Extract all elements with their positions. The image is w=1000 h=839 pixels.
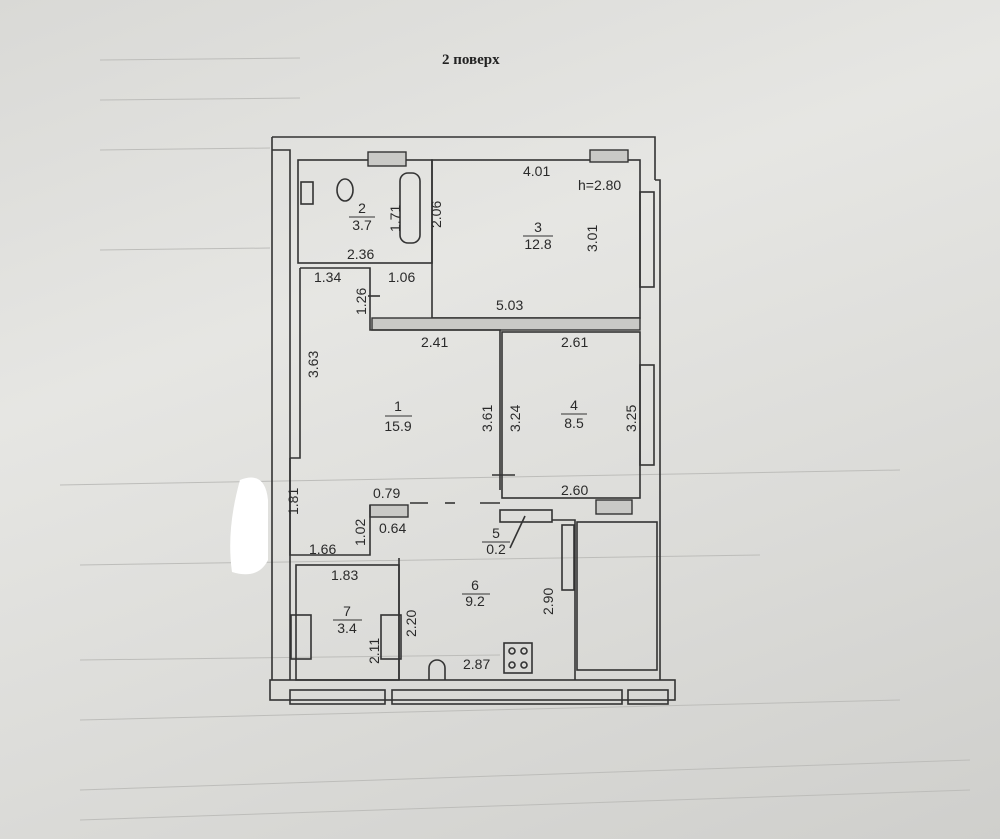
room-number: 6	[471, 577, 479, 593]
window-icon	[561, 524, 575, 591]
window-icon	[639, 191, 655, 288]
room-1-hall	[290, 267, 501, 490]
dimension-label: 2.90	[540, 588, 556, 615]
dimension-label: 1.02	[352, 519, 368, 546]
dimension-label: 1.06	[388, 269, 415, 285]
room-number: 7	[343, 603, 351, 619]
bathtub-icon	[399, 172, 421, 244]
dimension-label: 3.25	[623, 405, 639, 432]
room-area: 12.8	[524, 236, 551, 252]
radiator-icon	[380, 614, 402, 660]
room-6-kitchen	[398, 519, 576, 680]
dimension-label: 4.01	[523, 163, 550, 179]
ceiling-height: h=2.80	[578, 177, 621, 193]
background-text-ghost	[59, 57, 971, 821]
dimension-label: 2.06	[428, 201, 444, 228]
room-3	[371, 149, 655, 331]
room-4	[492, 331, 655, 515]
dimension-label: 1.71	[387, 205, 403, 232]
dimension-label: 3.63	[305, 351, 321, 378]
toilet-icon	[336, 178, 354, 202]
radiator-icon	[300, 181, 314, 205]
dimensions: 4.01 3.01 5.03 1.71 2.06 2.36 1.34 1.06 …	[285, 163, 639, 672]
room-2-bathroom	[297, 151, 433, 264]
room-number: 5	[492, 525, 500, 541]
stove-icon	[503, 642, 533, 674]
dimension-label: 1.26	[353, 288, 369, 315]
room-labels: 1 15.9 2 3.7 3 12.8 4 8.5 5 0.2 6 9.2 7 …	[333, 177, 621, 636]
room-number: 2	[358, 200, 366, 216]
dimension-label: 2.87	[463, 656, 490, 672]
dimension-label: 1.34	[314, 269, 341, 285]
dimension-label: 2.20	[403, 610, 419, 637]
dimension-label: 1.66	[309, 541, 336, 557]
room-area: 3.4	[337, 620, 357, 636]
window-icon	[639, 364, 655, 466]
dimension-label: 3.24	[507, 405, 523, 432]
dimension-label: 2.60	[561, 482, 588, 498]
dimension-label: 1.81	[285, 488, 301, 515]
dimension-label: 1.83	[331, 567, 358, 583]
dimension-label: 3.61	[479, 405, 495, 432]
room-number: 3	[534, 219, 542, 235]
room-area: 8.5	[564, 415, 584, 431]
niche	[289, 458, 553, 556]
room-number: 1	[394, 398, 402, 414]
room-area: 0.2	[486, 541, 506, 557]
page-title: 2 поверх	[442, 52, 500, 68]
outer-walls	[269, 136, 676, 705]
dimension-label: 2.41	[421, 334, 448, 350]
balcony	[576, 521, 658, 671]
dimension-label: 5.03	[496, 297, 523, 313]
dimension-label: 0.79	[373, 485, 400, 501]
dimension-label: 0.64	[379, 520, 406, 536]
dimension-label: 2.11	[366, 638, 382, 664]
room-area: 3.7	[352, 217, 372, 233]
room-area: 9.2	[465, 593, 485, 609]
dimension-label: 2.36	[347, 246, 374, 262]
radiator-icon	[290, 614, 312, 660]
door-icon	[509, 515, 526, 549]
room-area: 15.9	[384, 418, 411, 434]
dimension-label: 3.01	[584, 225, 600, 252]
room-number: 4	[570, 397, 578, 413]
dimension-label: 2.61	[561, 334, 588, 350]
redaction-blot	[230, 477, 268, 575]
sink-icon	[428, 659, 446, 680]
